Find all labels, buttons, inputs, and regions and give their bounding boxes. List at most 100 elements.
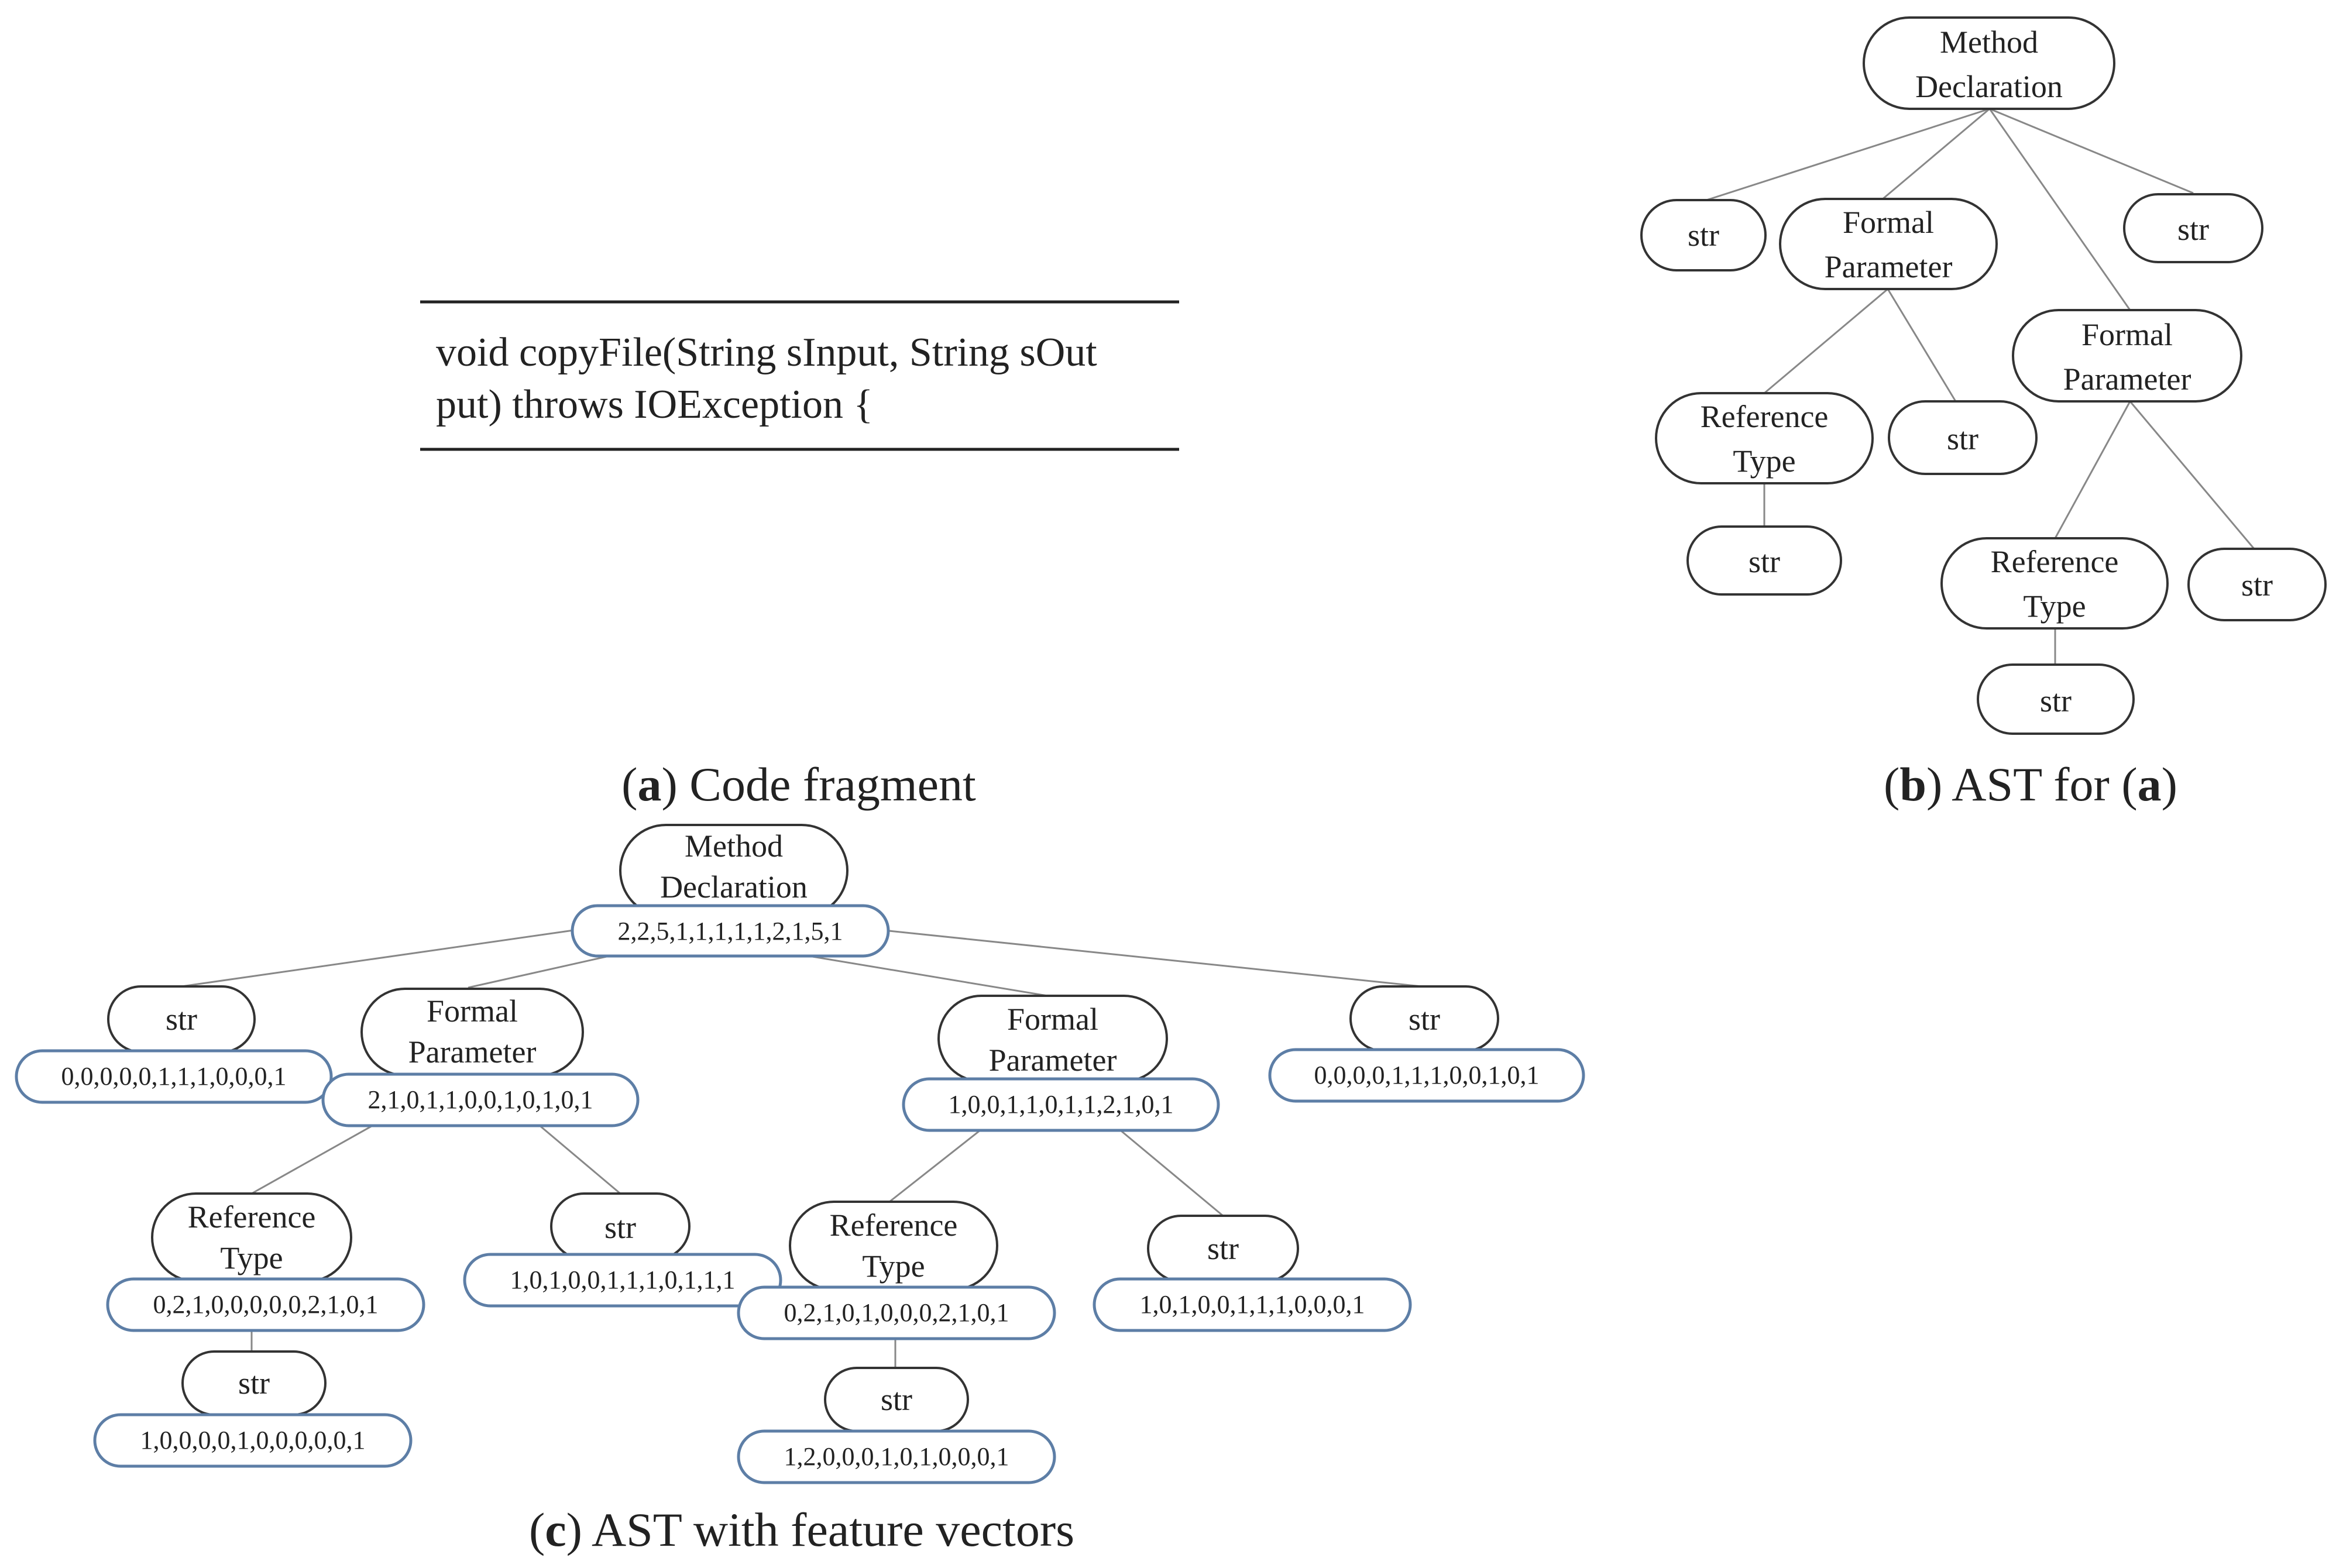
caption-c-letter: c bbox=[545, 1503, 566, 1556]
code-fragment-panel: void copyFile(String sInput, String sOut… bbox=[420, 300, 1179, 811]
ast-c-str-1: str bbox=[107, 985, 256, 1053]
ast-b-reference-type-1: Reference Type bbox=[1655, 392, 1874, 484]
vector-label: 0,2,1,0,1,0,0,0,2,1,0,1 bbox=[784, 1298, 1009, 1327]
edge-b-fp1-ref1 bbox=[1764, 288, 1888, 394]
edge-c-root-fp2 bbox=[801, 954, 1048, 997]
ast-b-str-3: str bbox=[1888, 400, 2038, 475]
edge-b-fp2-str5 bbox=[2129, 401, 2255, 549]
vector-label: 1,0,0,1,1,0,1,1,2,1,0,1 bbox=[949, 1090, 1174, 1119]
ast-b-method-declaration: Method Declaration bbox=[1863, 16, 2115, 110]
node-label: Method bbox=[685, 828, 783, 864]
ast-b-str-1: str bbox=[1640, 199, 1767, 271]
node-label: Formal bbox=[427, 993, 518, 1029]
node-label: Reference bbox=[830, 1208, 958, 1243]
node-label: str bbox=[881, 1382, 912, 1417]
node-label: Parameter bbox=[989, 1043, 1117, 1078]
node-label: str bbox=[1409, 1002, 1440, 1037]
ast-b-str-5: str bbox=[2187, 548, 2327, 621]
node-label: Parameter bbox=[2063, 362, 2191, 397]
ast-b-formal-parameter-1: Formal Parameter bbox=[1779, 198, 1998, 290]
vector-ref-left: 0,2,1,0,0,0,0,0,2,1,0,1 bbox=[106, 1277, 425, 1332]
node-label: Parameter bbox=[408, 1034, 537, 1070]
vector-label: 0,0,0,0,0,1,1,1,0,0,0,1 bbox=[61, 1062, 287, 1091]
vector-label: 1,0,0,0,0,1,0,0,0,0,0,1 bbox=[140, 1426, 366, 1454]
caption-a-text: Code fragment bbox=[689, 758, 976, 811]
vector-str-right: 0,0,0,0,1,1,1,0,0,1,0,1 bbox=[1268, 1048, 1585, 1103]
node-label: Type bbox=[220, 1240, 283, 1275]
node-label: Reference bbox=[188, 1199, 316, 1235]
ast-c-str-3: str bbox=[550, 1192, 691, 1260]
vector-label: 0,2,1,0,0,0,0,0,2,1,0,1 bbox=[153, 1290, 379, 1319]
vector-label: 0,0,0,0,1,1,1,0,0,1,0,1 bbox=[1314, 1061, 1540, 1089]
node-label: Declaration bbox=[660, 869, 808, 905]
caption-a-letter: a bbox=[637, 758, 661, 811]
ast-c-reference-type-1: Reference Type bbox=[151, 1192, 352, 1282]
vector-label: 1,0,1,0,0,1,1,1,0,1,1,1 bbox=[510, 1266, 736, 1294]
node-label: Reference bbox=[1701, 399, 1829, 434]
caption-b-letter: b bbox=[1899, 758, 1926, 811]
edge-c-fp1-ref1 bbox=[251, 1123, 375, 1195]
node-label: str bbox=[1207, 1231, 1239, 1266]
edge-c-fp1-str3 bbox=[538, 1123, 621, 1195]
edge-c-fp2-str5 bbox=[1117, 1127, 1224, 1217]
ast-c-formal-parameter-1: Formal Parameter bbox=[360, 988, 584, 1077]
node-label: str bbox=[2040, 683, 2072, 718]
vector-str-bottom-left: 1,0,0,0,0,1,0,0,0,0,0,1 bbox=[93, 1413, 413, 1468]
node-label: Type bbox=[862, 1249, 925, 1284]
edge-c-root-str2 bbox=[883, 929, 1423, 988]
ast-b-str-6: str bbox=[1977, 663, 2135, 735]
node-label: str bbox=[2177, 212, 2209, 247]
caption-b-text: AST for bbox=[1952, 758, 2110, 811]
vector-str-mid-right: 1,0,1,0,0,1,1,1,0,0,0,1 bbox=[1093, 1277, 1412, 1332]
node-label: str bbox=[1688, 218, 1719, 253]
ast-c-str-2: str bbox=[1349, 985, 1499, 1052]
vector-root: 2,2,5,1,1,1,1,1,2,1,5,1 bbox=[571, 904, 890, 958]
edge-b-root-fp1 bbox=[1881, 108, 1990, 201]
vector-str-bottom-right: 1,2,0,0,0,1,0,1,0,0,0,1 bbox=[737, 1429, 1056, 1484]
code-line-1: void copyFile(String sInput, String sOut bbox=[436, 330, 1097, 375]
node-label: Formal bbox=[2081, 317, 2173, 352]
caption-b: (b) AST for (a) bbox=[1884, 758, 2177, 811]
node-label: Type bbox=[1733, 443, 1795, 479]
node-label: str bbox=[238, 1366, 270, 1401]
ast-c-method-declaration: Method Declaration bbox=[619, 824, 849, 917]
ast-b-reference-type-2: Reference Type bbox=[1940, 537, 2169, 630]
caption-c-text: AST with feature vectors bbox=[592, 1503, 1074, 1556]
vector-fp-left: 2,1,0,1,1,0,0,1,0,1,0,1 bbox=[321, 1072, 640, 1127]
ast-c-str-5: str bbox=[1147, 1215, 1299, 1282]
node-label: Formal bbox=[1007, 1002, 1098, 1037]
ast-panel: Method Declaration str Formal Parameter … bbox=[1640, 16, 2327, 811]
vector-label: 2,2,5,1,1,1,1,1,2,1,5,1 bbox=[618, 917, 843, 945]
vector-label: 1,2,0,0,0,1,0,1,0,0,0,1 bbox=[784, 1442, 1009, 1471]
edge-b-fp2-ref2 bbox=[2054, 401, 2131, 539]
ast-b-formal-parameter-2: Formal Parameter bbox=[2012, 309, 2242, 403]
vector-label: 1,0,1,0,0,1,1,1,0,0,0,1 bbox=[1140, 1290, 1365, 1319]
node-label: Method bbox=[1940, 25, 2038, 60]
edge-c-fp2-ref2 bbox=[889, 1127, 984, 1203]
node-label: str bbox=[2241, 568, 2273, 603]
vector-str-left: 0,0,0,0,0,1,1,1,0,0,0,1 bbox=[15, 1049, 333, 1104]
edge-b-root-str1 bbox=[1702, 108, 1990, 202]
edge-c-root-fp1 bbox=[468, 954, 615, 989]
vector-label: 2,1,0,1,1,0,0,1,0,1,0,1 bbox=[368, 1085, 593, 1114]
node-label: str bbox=[166, 1002, 197, 1037]
ast-b-str-4: str bbox=[1686, 525, 1842, 596]
edge-b-root-fp2 bbox=[1988, 108, 2131, 311]
ast-c-str-4: str bbox=[181, 1350, 327, 1416]
code-line-2: put) throws IOException { bbox=[436, 382, 873, 427]
ast-c-reference-type-2: Reference Type bbox=[789, 1201, 998, 1291]
node-label: str bbox=[1749, 544, 1780, 579]
node-label: str bbox=[1947, 421, 1978, 456]
edge-c-root-str1 bbox=[181, 929, 574, 988]
vector-ref-right: 0,2,1,0,1,0,0,0,2,1,0,1 bbox=[737, 1285, 1056, 1340]
node-label: Reference bbox=[1991, 544, 2119, 579]
caption-b-ref: a bbox=[2138, 758, 2162, 811]
node-label: str bbox=[604, 1210, 636, 1245]
caption-c: (c) AST with feature vectors bbox=[529, 1503, 1074, 1556]
vector-fp-right: 1,0,0,1,1,0,1,1,2,1,0,1 bbox=[902, 1077, 1220, 1132]
ast-c-formal-parameter-2: Formal Parameter bbox=[937, 995, 1168, 1082]
vector-ast-panel: Method Declaration 2,2,5,1,1,1,1,1,2,1,5… bbox=[15, 824, 1585, 1556]
node-label: Formal bbox=[1843, 205, 1934, 240]
edge-b-fp1-str3 bbox=[1887, 288, 1957, 402]
